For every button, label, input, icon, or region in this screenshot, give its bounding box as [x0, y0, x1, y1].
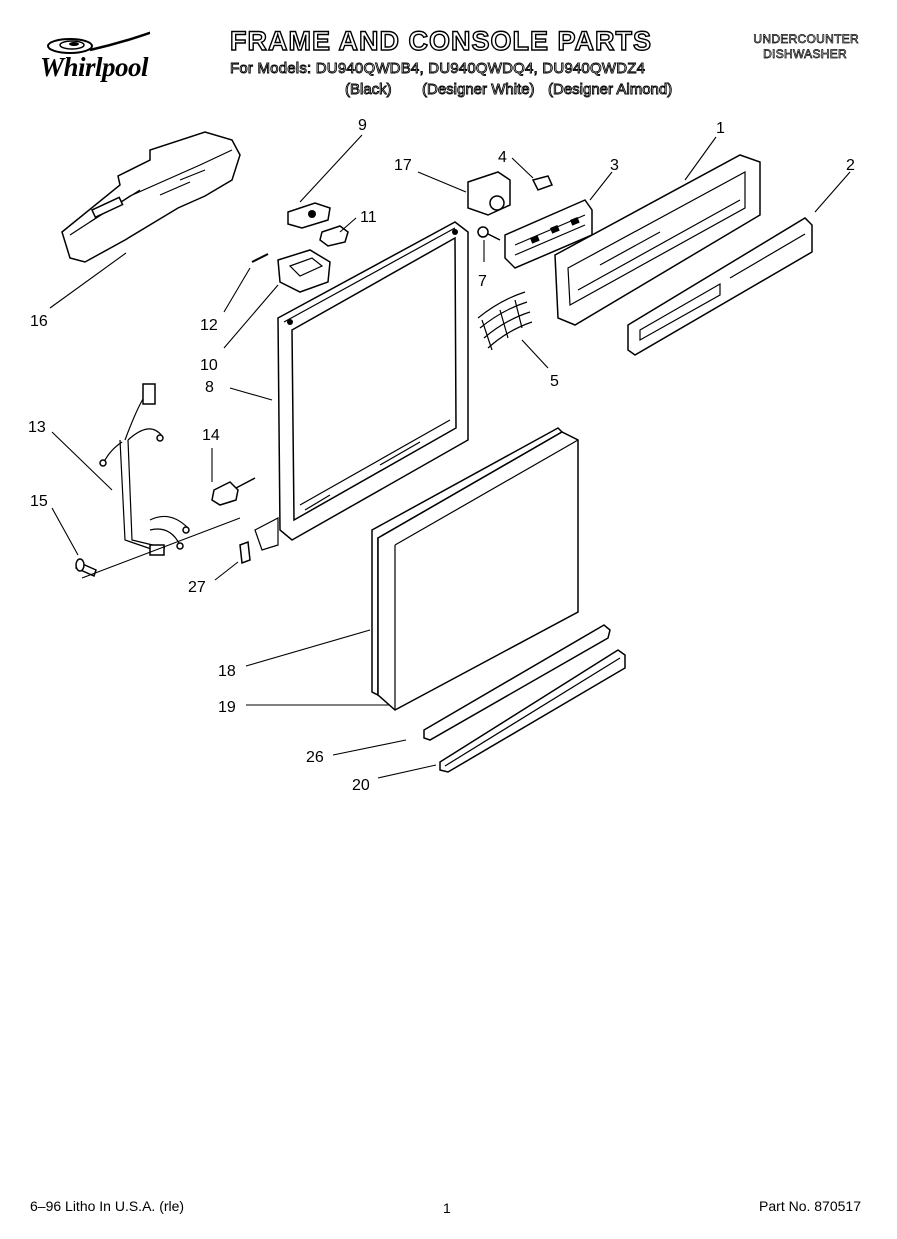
footer-litho: 6–96 Litho In U.S.A. (rle) — [30, 1198, 185, 1214]
models-line: For Models: DU940QWDB4, DU940QWDQ4, DU94… — [230, 60, 646, 78]
callout-14: 14 — [202, 427, 220, 444]
color-label-black: (Black) — [345, 81, 393, 99]
part-1-console — [554, 154, 761, 326]
part-8-frame — [254, 221, 469, 551]
callout-7: 7 — [478, 273, 487, 290]
part-26-trim-strip — [423, 624, 611, 741]
part-16-cover — [61, 131, 241, 263]
color-label-designer-almond: (Designer Almond) — [548, 81, 673, 99]
page-number: 1 — [443, 1200, 451, 1216]
callout-labels: 1 2 3 4 5 7 8 9 10 11 12 13 14 15 16 17 … — [28, 117, 855, 794]
part-5-harness — [477, 291, 533, 351]
callout-3: 3 — [610, 157, 619, 174]
part-7-screw — [477, 226, 501, 241]
leader-lines — [49, 134, 851, 779]
part-2-trim — [627, 217, 813, 356]
callout-17: 17 — [394, 157, 412, 174]
callout-2: 2 — [846, 157, 855, 174]
part-9-switch — [287, 202, 331, 229]
callout-13: 13 — [28, 419, 46, 436]
callout-18: 18 — [218, 663, 236, 680]
callout-27: 27 — [188, 579, 206, 596]
callout-26: 26 — [306, 749, 324, 766]
category-line-2: DISHWASHER — [763, 47, 847, 62]
callout-15: 15 — [30, 493, 48, 510]
brand-logo: Whirlpool — [40, 52, 149, 82]
callout-11: 11 — [360, 209, 377, 226]
page-title: FRAME AND CONSOLE PARTS — [229, 25, 653, 56]
callout-4: 4 — [498, 149, 507, 166]
callout-9: 9 — [358, 117, 367, 134]
callout-16: 16 — [30, 313, 48, 330]
part-14-plug — [211, 477, 256, 506]
callout-19: 19 — [218, 699, 236, 716]
callout-1: 1 — [716, 120, 725, 137]
part-10-bracket — [277, 249, 331, 293]
category-line-1: UNDERCOUNTER — [753, 32, 859, 47]
color-label-designer-white: (Designer White) — [422, 81, 535, 99]
part-4-knob — [531, 175, 554, 191]
part-number: Part No. 870517 — [759, 1198, 861, 1214]
callout-5: 5 — [550, 373, 559, 390]
part-19-door-insert — [377, 431, 579, 711]
part-20-trim-strip — [439, 649, 626, 773]
part-15-screw — [75, 558, 97, 578]
callout-8: 8 — [205, 379, 214, 396]
callout-12: 12 — [200, 317, 218, 334]
callout-10: 10 — [200, 357, 218, 374]
part-13-wire-harness — [99, 383, 190, 556]
callout-20: 20 — [352, 777, 370, 794]
part-12-pin — [251, 253, 269, 263]
part-17-switch-housing — [467, 171, 511, 216]
whirlpool-swirl-icon — [47, 31, 150, 54]
part-27-clip — [239, 540, 251, 565]
